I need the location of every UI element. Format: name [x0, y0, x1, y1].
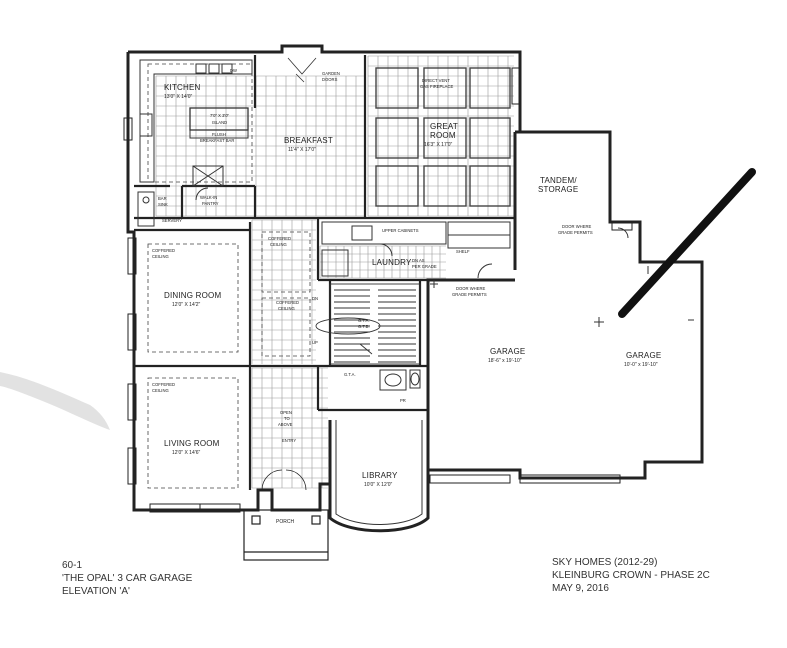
coffered-1b: CEILING	[152, 254, 169, 259]
garage2-dim: 10'-0" x 19'-10"	[624, 362, 658, 368]
foyer-floor-grid	[251, 367, 328, 489]
servery-label: SERVERY	[162, 218, 182, 223]
island-sub: ISLAND	[212, 120, 227, 125]
garage1-label: GARAGE	[490, 347, 525, 356]
coffered-4a: COFFERED	[152, 382, 175, 387]
kitchen-floor-grid	[155, 75, 364, 217]
garden-door-swing	[287, 57, 317, 83]
door-grade-2a: DOOR WHERE	[562, 224, 592, 229]
laundry-floor-grid	[319, 245, 446, 279]
coffered-3b: CEILING	[278, 306, 295, 311]
staircase	[315, 283, 421, 365]
pantry-label-1: WALK-IN	[200, 195, 217, 200]
stair-dn: DN	[312, 296, 318, 301]
coffered-2a: COFFERED	[268, 236, 291, 241]
coffered-2b: CEILING	[270, 242, 287, 247]
tandem-label-2: STORAGE	[538, 185, 578, 194]
laundry-fixtures	[321, 221, 511, 279]
caption-left: 60-1 'THE OPAL' 3 CAR GARAGE ELEVATION '…	[62, 560, 193, 597]
laundry-label: LAUNDRY	[372, 258, 412, 267]
stair-gta: G.T.A.	[358, 318, 370, 323]
kitchen-dim: 13'0" X 14'0"	[164, 94, 192, 100]
strike-mark	[618, 168, 756, 318]
caption-right-line2: KLEINBURG CROWN - PHASE 2C	[552, 570, 710, 581]
stair-up: UP	[312, 340, 318, 345]
great-room-dim: 16'3" X 17'0"	[424, 142, 452, 148]
bar-label: BAR	[158, 196, 167, 201]
entry-label: ENTRY	[282, 438, 296, 443]
living-label: LIVING ROOM	[164, 439, 220, 448]
gta-side-label: G.T.A.	[344, 372, 356, 377]
dining-dim: 12'0" X 14'2"	[172, 302, 200, 308]
entry-open-1: OPEN	[280, 410, 292, 415]
laundry-dn-label: DN AS	[412, 258, 425, 263]
entry-open-3: ABOVE	[278, 422, 293, 427]
caption-left-line2: 'THE OPAL' 3 CAR GARAGE	[62, 573, 193, 584]
great-room-panels	[375, 67, 511, 207]
library-dim: 10'0" X 12'0"	[364, 482, 392, 488]
living-dim: 12'0" X 14'6"	[172, 450, 200, 456]
pantry-label-2: PANTRY	[202, 201, 219, 206]
upper-cabinets-label: UPPER CABINETS	[382, 228, 419, 233]
caption-left-line3: ELEVATION 'A'	[62, 586, 130, 597]
great-room-label-2: ROOM	[430, 131, 456, 140]
kitchen-label: KITCHEN	[164, 83, 201, 92]
coffered-1a: COFFERED	[152, 248, 175, 253]
shelf-label: SHELF	[456, 249, 470, 254]
door-grade-2b: GRADE PERMITS	[558, 230, 593, 235]
stair-gtb: G.T.B.	[358, 324, 370, 329]
kitchen-counters	[139, 59, 253, 187]
garden-doors-label-2: DOORS	[322, 77, 338, 82]
breakfast-label: BREAKFAST	[284, 136, 333, 145]
garden-doors-label-1: GARDEN	[322, 71, 340, 76]
entry-open-2: TO	[284, 416, 290, 421]
caption-right: SKY HOMES (2012-29) KLEINBURG CROWN - PH…	[552, 557, 710, 594]
powder-room-fixtures	[379, 369, 421, 391]
garage2-label: GARAGE	[626, 351, 661, 360]
coffered-3a: COFFERED	[276, 300, 299, 305]
porch	[243, 469, 329, 561]
door-grade-1b: GRADE PERMITS	[452, 292, 487, 297]
caption-left-line1: 60-1	[62, 560, 82, 571]
window-marks	[123, 67, 633, 513]
fireplace-label-2: GAS FIREPLACE	[420, 84, 453, 89]
laundry-grade-label: PER GRADE	[412, 264, 437, 269]
great-room-floor-grid	[367, 55, 514, 217]
caption-right-line3: MAY 9, 2016	[552, 583, 609, 594]
library-label: LIBRARY	[362, 471, 398, 480]
scan-smudge	[0, 372, 110, 430]
garage1-dim: 18'-6" x 19'-10"	[488, 358, 522, 364]
fireplace-label-1: DIRECT VENT	[422, 78, 450, 83]
tandem-label-1: TANDEM/	[540, 176, 577, 185]
dw-label: DW	[230, 68, 237, 73]
dining-label: DINING ROOM	[164, 291, 221, 300]
exterior-walls	[126, 44, 704, 533]
sink-label: SINK	[158, 202, 168, 207]
flush-label: FLUSH	[212, 132, 226, 137]
coffered-4b: CEILING	[152, 388, 169, 393]
caption-right-line1: SKY HOMES (2012-29)	[552, 557, 657, 568]
great-room-label-1: GREAT	[430, 122, 458, 131]
breakfast-dim: 11'4" X 17'0"	[288, 147, 316, 153]
island-label: 7'0" X 3'0"	[210, 113, 230, 118]
breakfast-bar-label: BREAKFAST BAR	[200, 138, 234, 143]
pr-label: PR	[400, 398, 406, 403]
garage-markings	[430, 227, 694, 327]
porch-label: PORCH	[276, 519, 294, 525]
servery-counter	[137, 187, 209, 227]
door-grade-1a: DOOR WHERE	[456, 286, 486, 291]
